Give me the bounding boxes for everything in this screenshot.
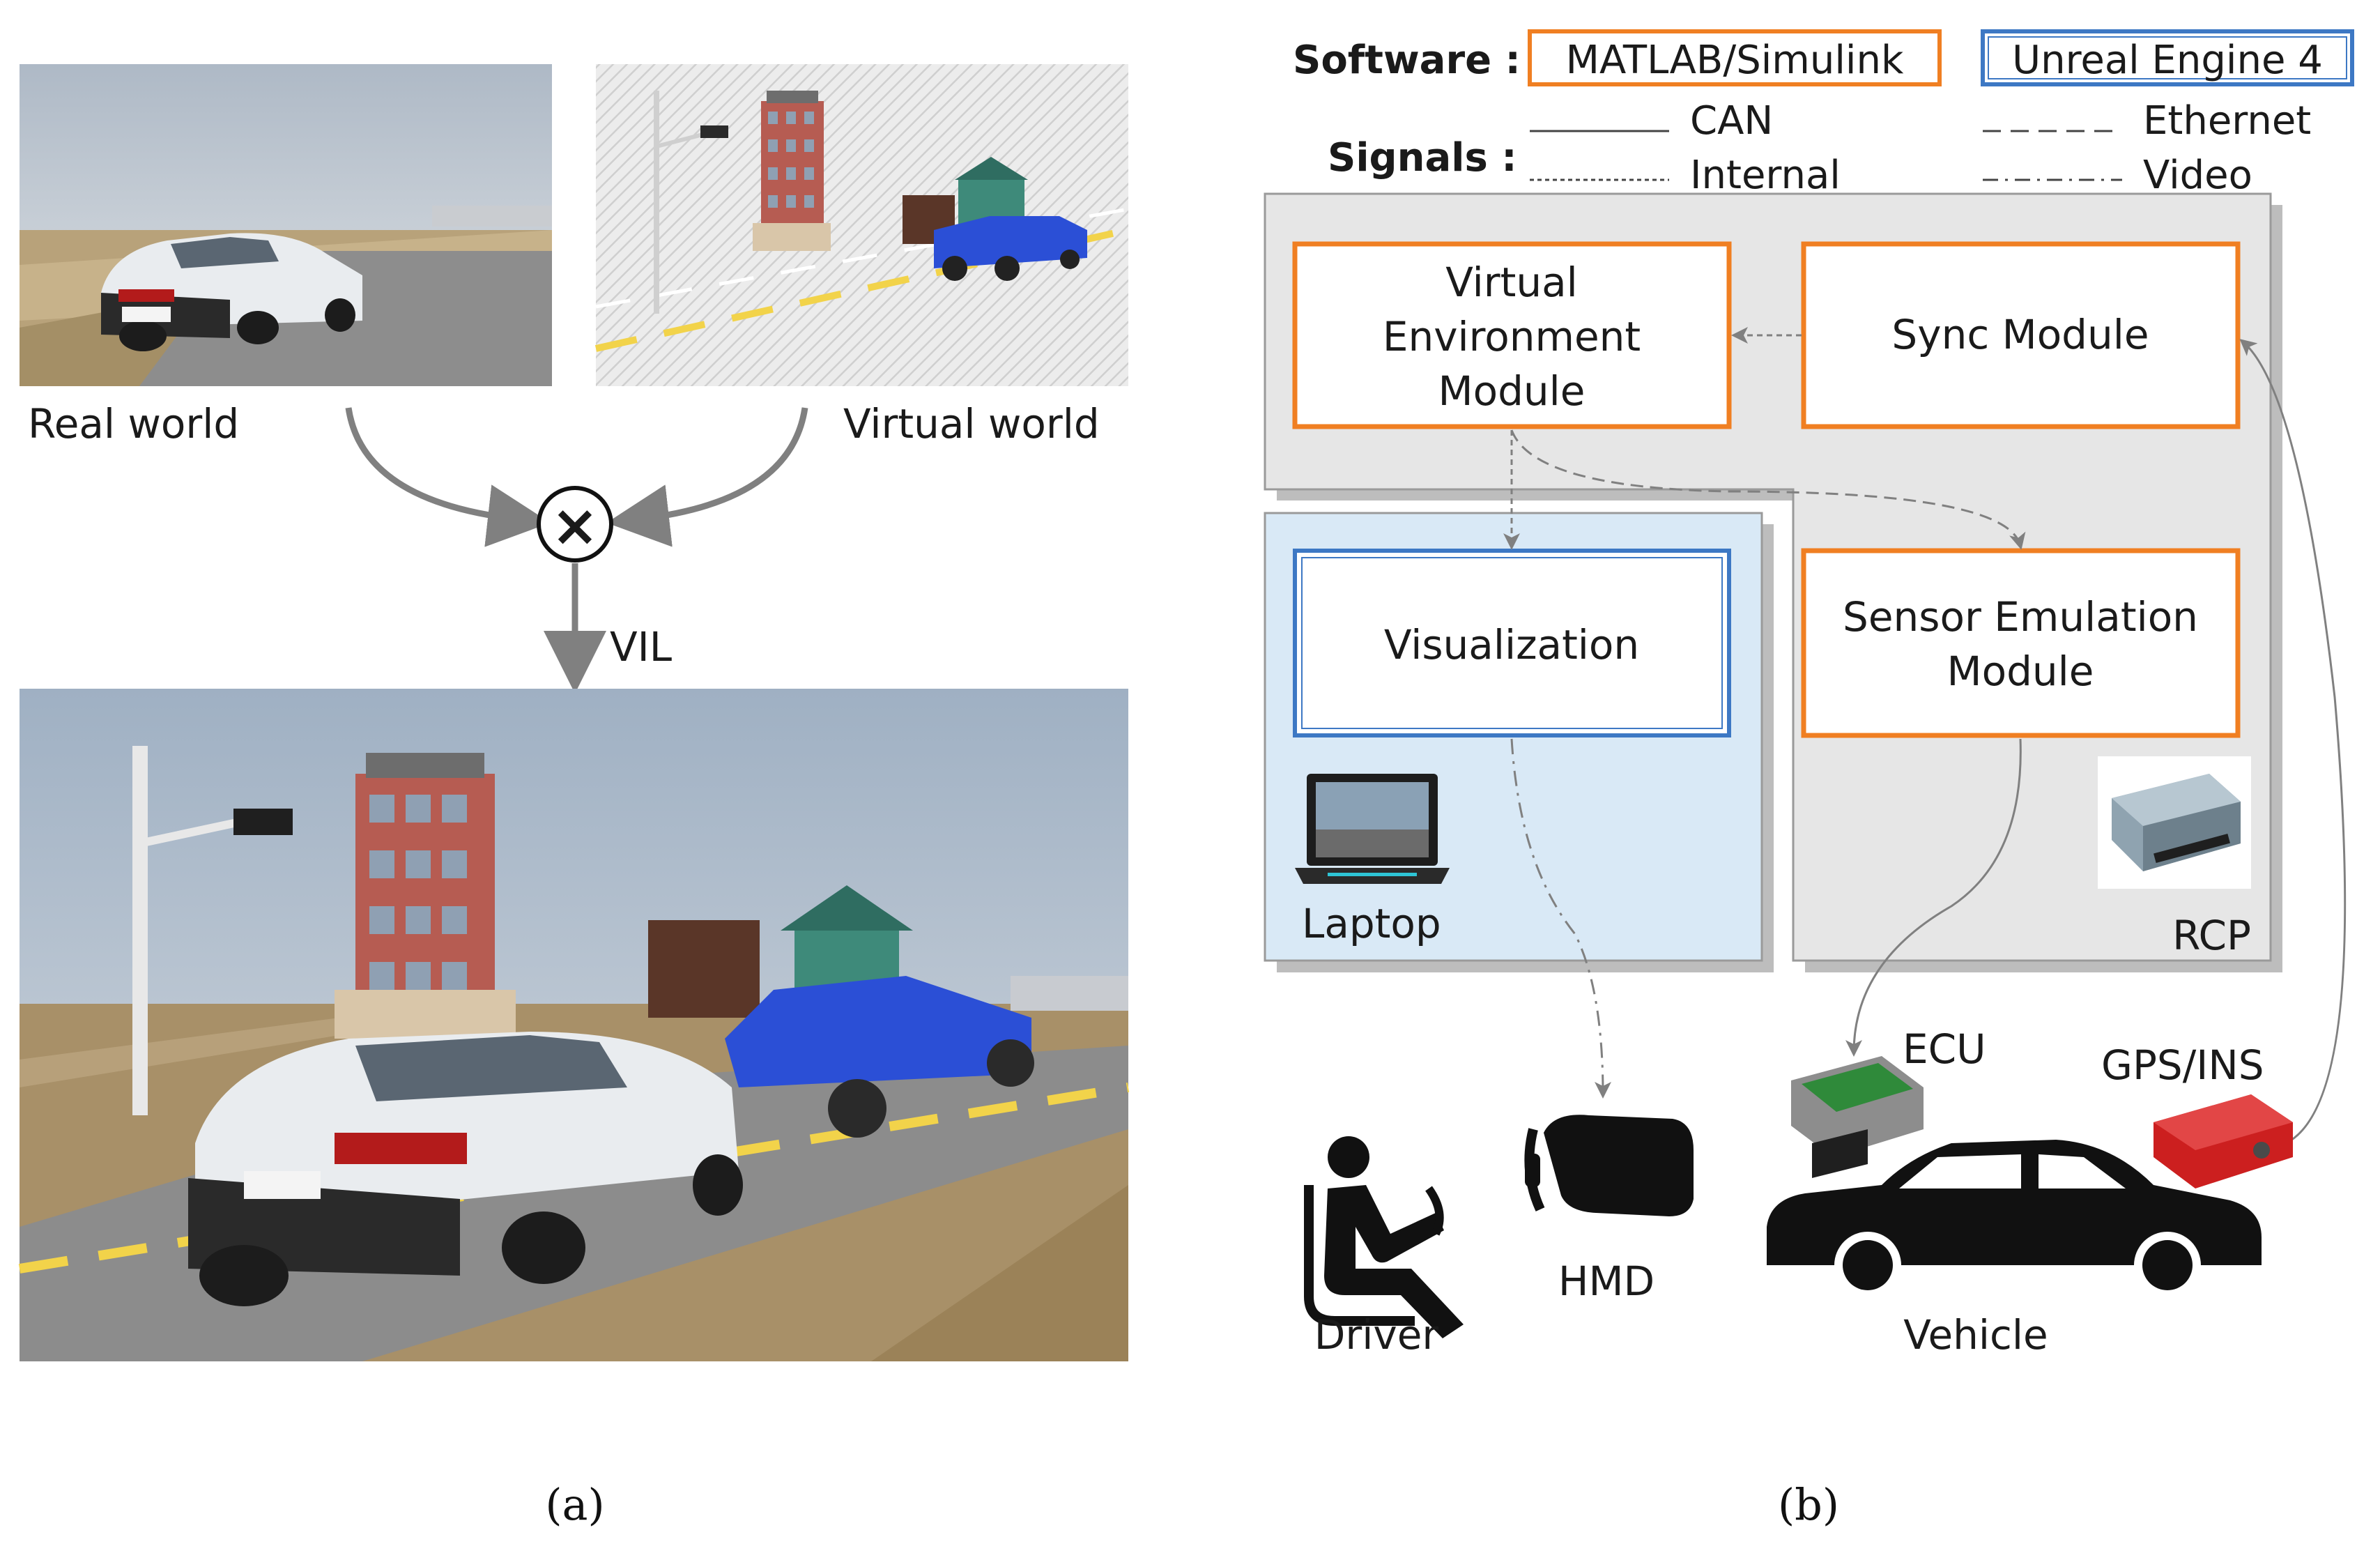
virtual-world-label: Virtual world <box>843 400 1100 448</box>
virtual-env-to-sensor-arrow <box>1510 429 2026 550</box>
sensor-to-ecu-arrow <box>1845 738 2022 1057</box>
ecu-icon <box>1791 1056 1924 1178</box>
street-lamp <box>654 91 728 314</box>
visualization-module <box>1293 549 1731 737</box>
sync-module-label: Sync Module <box>1891 311 2149 358</box>
can-legend-label: CAN <box>1690 98 1773 144</box>
blue-truck-small <box>934 216 1087 281</box>
virtual-env-label-2: Environment <box>1383 313 1641 360</box>
virtual-env-label-1: Virtual <box>1445 259 1578 306</box>
software-legend-label: Software : <box>1293 38 1521 83</box>
laptop-icon <box>1295 774 1450 884</box>
red-building-small <box>753 91 831 251</box>
vil-composite-photo <box>18 689 1130 1361</box>
sync-module <box>1801 241 2241 429</box>
virtual-environment-module <box>1292 241 1732 429</box>
gps-ins-icon <box>2153 1094 2293 1188</box>
gps-to-sync-arrow <box>2239 339 2347 1145</box>
virtual-env-label-3: Module <box>1438 367 1586 415</box>
street-lamp <box>132 746 293 1115</box>
sensor-emulation-label-2: Module <box>1947 648 2094 695</box>
matlab-legend-label: MATLAB/Simulink <box>1566 38 1904 83</box>
vil-label: VIL <box>610 623 672 671</box>
unreal-legend-box <box>1981 29 2354 86</box>
vehicle-label: Vehicle <box>1903 1311 2048 1359</box>
rcp-device-icon <box>2098 756 2251 889</box>
caption-b: (b) <box>1778 1479 1839 1530</box>
visualization-to-hmd-arrow <box>1510 738 1611 1099</box>
sensor-emulation-module <box>1801 548 2241 738</box>
real-to-combine-arrow <box>345 407 551 547</box>
hmd-label: HMD <box>1558 1258 1655 1305</box>
laptop-label: Laptop <box>1302 900 1441 947</box>
driver-label: Driver <box>1314 1311 1439 1359</box>
sensor-emulation-label-1: Sensor Emulation <box>1843 593 2198 641</box>
driver-icon <box>1304 1136 1464 1338</box>
virtual-to-combine-arrow <box>606 407 808 547</box>
matlab-legend-box <box>1528 29 1942 86</box>
virtual-world-render <box>594 64 1130 386</box>
caption-a: (a) <box>545 1479 604 1530</box>
vehicle-icon <box>1767 1140 2262 1299</box>
svg-text:×: × <box>551 493 599 559</box>
gps-ins-label: GPS/INS <box>2101 1041 2264 1089</box>
red-building <box>335 753 516 1039</box>
internal-legend-label: Internal <box>1690 153 1841 198</box>
signals-legend-label: Signals : <box>1328 135 1517 181</box>
real-car <box>101 233 362 351</box>
rcp-label: RCP <box>2172 912 2251 959</box>
real-car <box>188 1032 743 1306</box>
ecu-label: ECU <box>1903 1025 1986 1073</box>
combine-symbol: × <box>537 486 613 563</box>
ethernet-legend-label: Ethernet <box>2143 98 2311 144</box>
visualization-label: Visualization <box>1384 621 1639 668</box>
blue-truck <box>725 976 1034 1138</box>
real-world-photo <box>20 64 552 386</box>
hmd-icon <box>1524 1115 1694 1216</box>
unreal-legend-label: Unreal Engine 4 <box>2012 38 2323 83</box>
real-world-label: Real world <box>28 400 239 448</box>
video-legend-label: Video <box>2143 153 2252 198</box>
